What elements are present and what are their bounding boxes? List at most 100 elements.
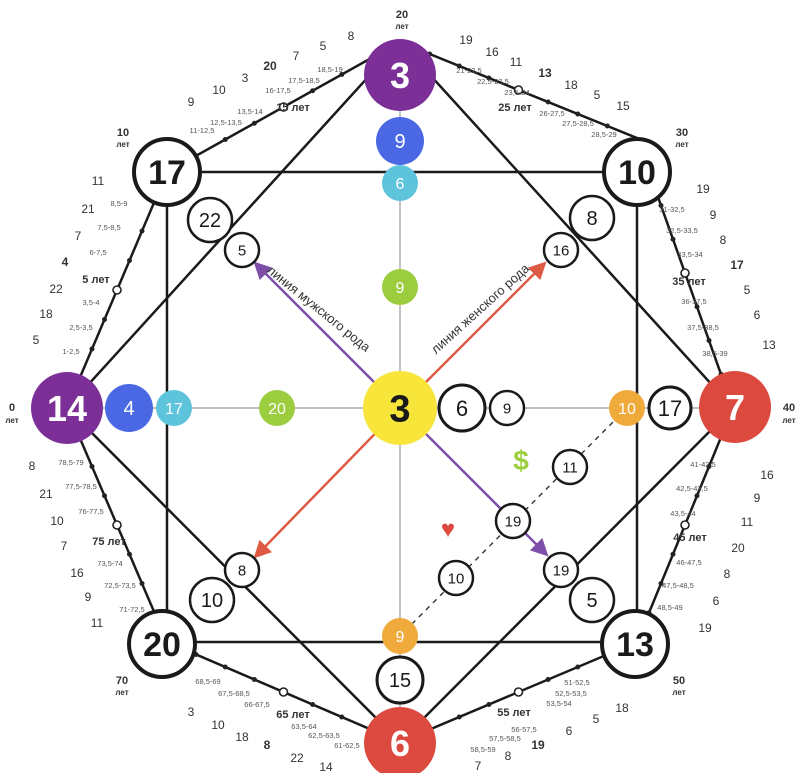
age-range-label: 16-17,5 [265,86,290,95]
age-range-label: 57,5-58,5 [489,734,521,743]
age-70-unit: лет [115,688,128,697]
circle-top-3: 6 [382,165,418,201]
perimeter-number: 21 [81,202,95,216]
perimeter-number: 16 [70,566,84,580]
age-marker-hollow [513,85,524,95]
age-15: 15 лет [276,102,310,114]
circle-value: 9 [396,280,405,297]
circle-value: 22 [199,210,221,232]
age-marker-dot [127,551,132,557]
circle-shape [542,231,580,269]
age-range-label: 56-57,5 [511,725,536,734]
age-marker-dot [89,346,95,352]
age-range-label: 13,5-14 [237,107,262,116]
age-range-label: 63,5-64 [291,722,316,731]
dollar-icon: $ [513,445,529,476]
circle-topleft-2: 22 [186,196,234,244]
perimeter-number: 5 [33,333,40,347]
circle-center-right-1: 6 [437,383,487,433]
age-45: 45 лет [673,532,707,544]
circle-top-main: 3 [364,39,436,111]
age-marker-dot [670,551,676,557]
circle-shape [376,117,424,165]
perimeter-number: 8 [505,749,512,763]
circle-shape [494,502,532,540]
circle-shape [364,39,436,111]
age-30-unit: лет [675,140,688,149]
age-range-label: 73,5-74 [97,559,122,568]
perimeter-number: 18 [564,78,578,92]
age-marker-dot [706,464,712,469]
perimeter-number: 8 [348,29,355,43]
circle-value: 9 [396,629,405,646]
circle-value: 14 [47,388,87,429]
age-marker-dot [658,203,664,208]
circle-shape [31,372,103,444]
perimeter-number: 6 [713,594,720,608]
age-marker-dot [486,75,492,81]
age-marker-dot [575,664,581,670]
age-marker-dot [486,702,492,707]
circle-botright-3: 19 [542,551,580,589]
circle-shape [382,165,418,201]
age-20-unit: лет [395,22,408,31]
circle-value: 8 [586,208,597,230]
circle-shape [223,231,261,269]
circle-value: 17 [148,154,186,192]
perimeter-number: 20 [263,59,277,73]
age-10: 10 [117,127,129,139]
age-marker-hollow [278,102,289,112]
age-range-label: 43,5-44 [670,509,695,518]
circle-left-3: 17 [156,390,192,426]
age-range-label: 23,5-24 [504,88,529,97]
perimeter-number: 9 [754,491,761,505]
circle-value: 5 [586,590,597,612]
circle-shape [382,269,418,305]
age-range-label: 61-62,5 [334,741,359,750]
circle-shape [259,390,295,426]
circle-top-4: 9 [382,269,418,305]
circle-value: 5 [238,242,246,259]
perimeter-number: 10 [211,718,225,732]
circle-shape [602,137,672,207]
age-range-label: 17,5-18,5 [288,76,320,85]
age-35: 35 лет [672,276,706,288]
age-range-label: 33,5-34 [677,250,702,259]
age-marker-dot [706,338,712,343]
age-range-label: 42,5-43,5 [676,484,708,493]
circle-value: 6 [456,396,468,421]
circle-value: 3 [389,389,410,431]
age-marker-dot [670,236,676,242]
perimeter-number: 7 [293,49,300,63]
circle-topright-2: 8 [568,194,616,242]
circle-love-1: 10 [437,559,475,597]
circle-shape [132,137,202,207]
age-range-label: 22,5-23,5 [477,77,509,86]
circle-value: 11 [562,459,578,476]
female-line-label: линия женского рода [428,260,533,357]
age-marker-dot [310,88,316,94]
perimeter-number: 14 [319,760,333,773]
circle-shape [600,609,670,679]
perimeter-number: 5 [744,283,751,297]
age-marker-hollow [112,520,122,530]
circle-value: 3 [390,55,410,96]
age-range-label: 21-22,5 [456,66,481,75]
circle-value: 6 [390,723,410,764]
age-40: 40 [783,402,795,414]
heart-icon: ♥ [441,516,455,543]
age-marker-dot [127,258,132,263]
age-marker-dot [694,493,700,499]
age-range-label: 66-67,5 [244,700,269,709]
perimeter-number: 19 [531,738,545,752]
circle-left-4: 20 [259,390,295,426]
age-0: 0 [9,402,15,414]
age-marker-dot [658,581,664,586]
circle-value: 17 [658,396,682,421]
age-marker-dot [310,702,316,707]
age-marker-dot [456,714,462,720]
age-40-unit: лет [782,416,795,425]
age-range-label: 12,5-13,5 [210,118,242,127]
age-25: 25 лет [498,102,532,114]
